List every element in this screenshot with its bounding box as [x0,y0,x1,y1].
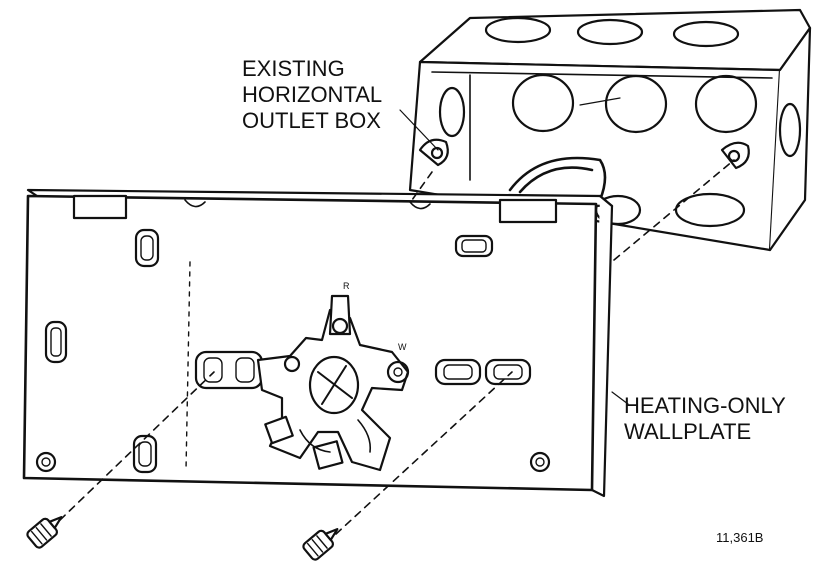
leader-wallplate [611,391,629,405]
terminal-r-post [328,294,352,336]
terminal-lower-tab-left [264,415,294,445]
outlet-box-side [768,26,812,252]
slot-upper-right [454,234,494,258]
knockout-bottom-2 [674,192,746,228]
label-line: HEATING-ONLY [624,393,786,418]
slot-pair-right-a [434,358,482,386]
knockout-back-2 [604,74,668,134]
slot-upper-left [134,228,160,268]
slot-pair-right-b [484,358,532,386]
terminal-assembly [256,294,410,472]
terminal-lower-tab-right [312,440,344,470]
label-line: HORIZONTAL [242,82,383,107]
knockout-back-3 [694,74,758,134]
screw-right [302,528,339,561]
label-line: WALLPLATE [624,419,752,444]
terminal-r-label: R [343,281,350,291]
alignment-lines [59,159,735,535]
terminal-center-hub [308,355,360,415]
knockout-side-right [778,102,802,158]
knockout-top-1 [484,16,552,44]
mount-ear-right [720,141,750,170]
top-tab-right [498,198,558,224]
terminal-w-label: W [398,342,407,352]
rivet-right [529,451,551,473]
slot-left [44,320,68,364]
wallplate-right-edge [590,194,614,498]
label-line: EXISTING [242,56,345,81]
mount-ear-left [418,138,449,167]
wallplate [22,188,614,498]
leader-outlet-box [399,109,439,151]
rivet-left [35,451,57,473]
knockout-top-2 [576,18,644,46]
slot-lower-left [132,434,158,474]
knockout-top-3 [672,20,740,48]
align-line-right-screw [335,371,513,535]
terminal-left-lug [283,355,301,373]
outlet-box-top [418,8,812,72]
wire-1 [508,156,607,202]
label-heating-only-wallplate: HEATING-ONLY WALLPLATE [624,393,786,445]
align-line-left-screw [59,371,215,521]
align-line-box-left [411,171,433,201]
label-line: OUTLET BOX [242,108,381,133]
terminal-bracket [256,308,410,472]
terminal-w-screw [386,360,410,384]
knockout-side-left [438,86,466,138]
figure-number: 11,361B [716,530,764,545]
top-tab-left [72,194,128,220]
align-line-box-right [613,159,735,261]
plate-dashline [185,261,191,471]
label-existing-outlet-box: EXISTING HORIZONTAL OUTLET BOX [242,56,382,134]
knockout-back-1 [511,73,575,133]
screw-left [26,516,63,549]
wire-2 [518,166,594,194]
